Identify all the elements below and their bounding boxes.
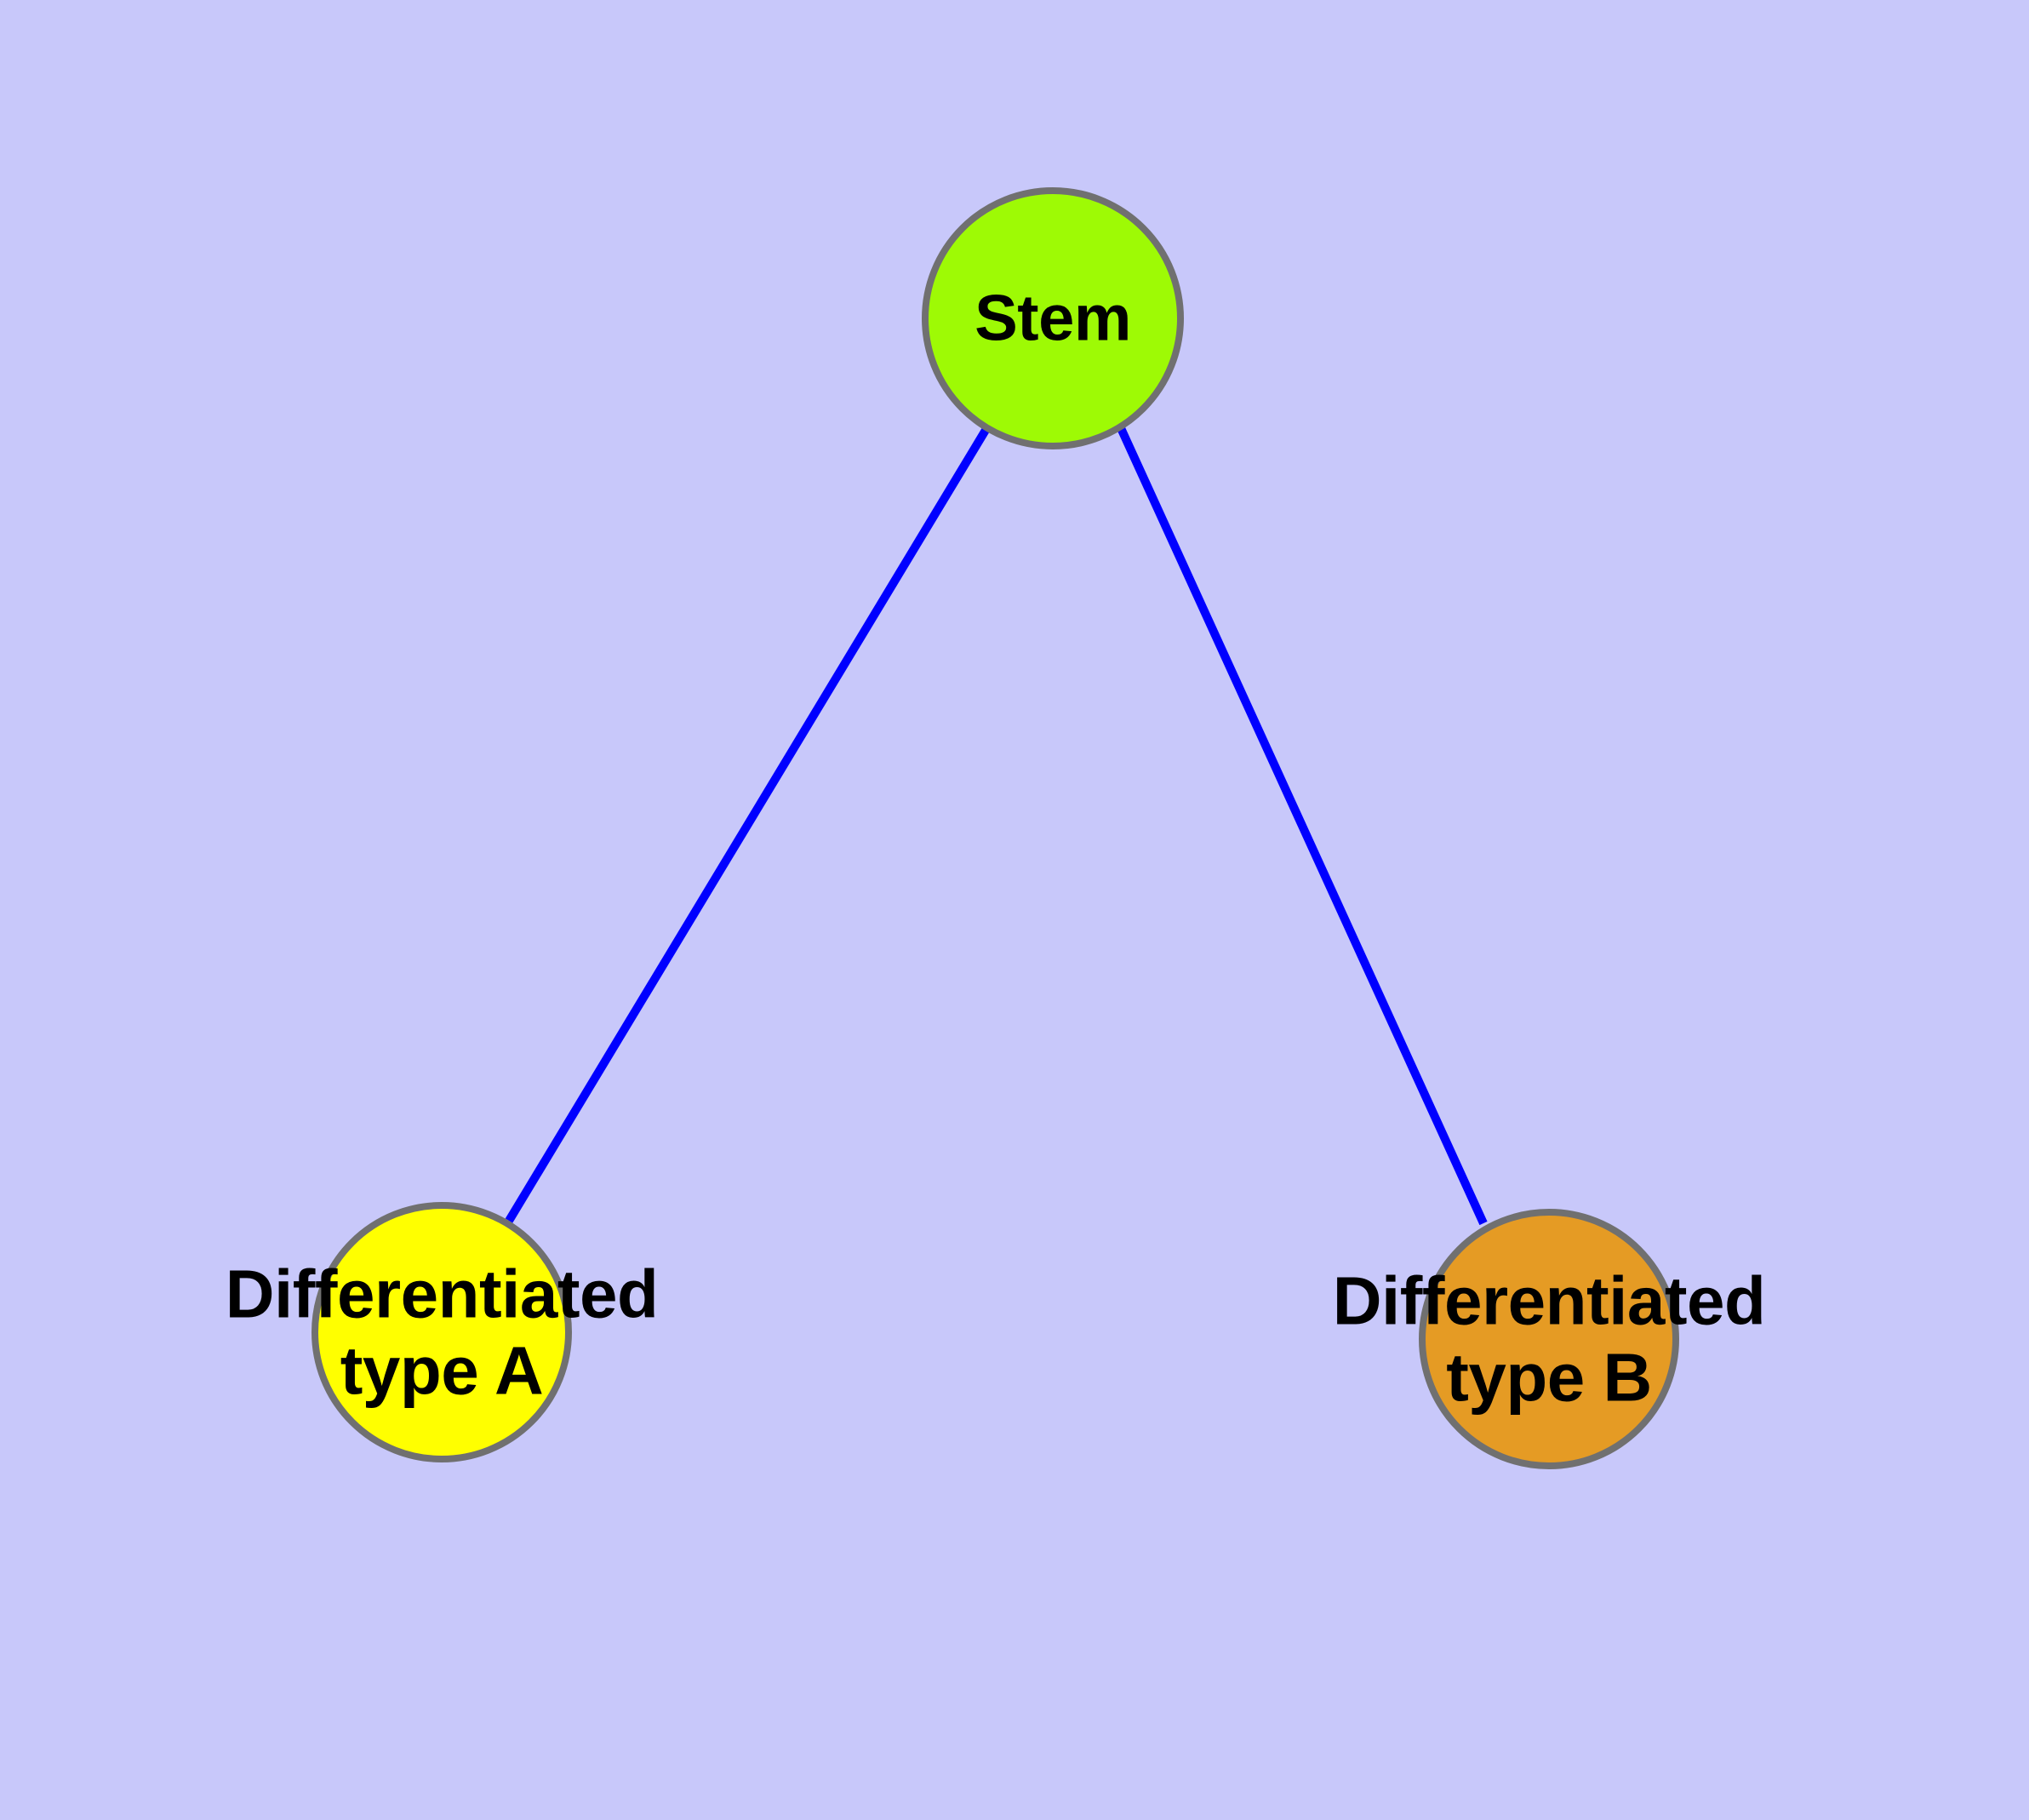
graph-node-diff_b[interactable] (1419, 1209, 1679, 1469)
edge-layer (505, 425, 1488, 1226)
node-layer (311, 187, 1679, 1469)
graph-edge-stem-to-a[interactable] (505, 425, 992, 1223)
graph-node-diff_a[interactable] (311, 1202, 572, 1462)
graph-edge-stem-to-b[interactable] (1117, 426, 1488, 1226)
graph-node-stem[interactable] (922, 187, 1184, 449)
